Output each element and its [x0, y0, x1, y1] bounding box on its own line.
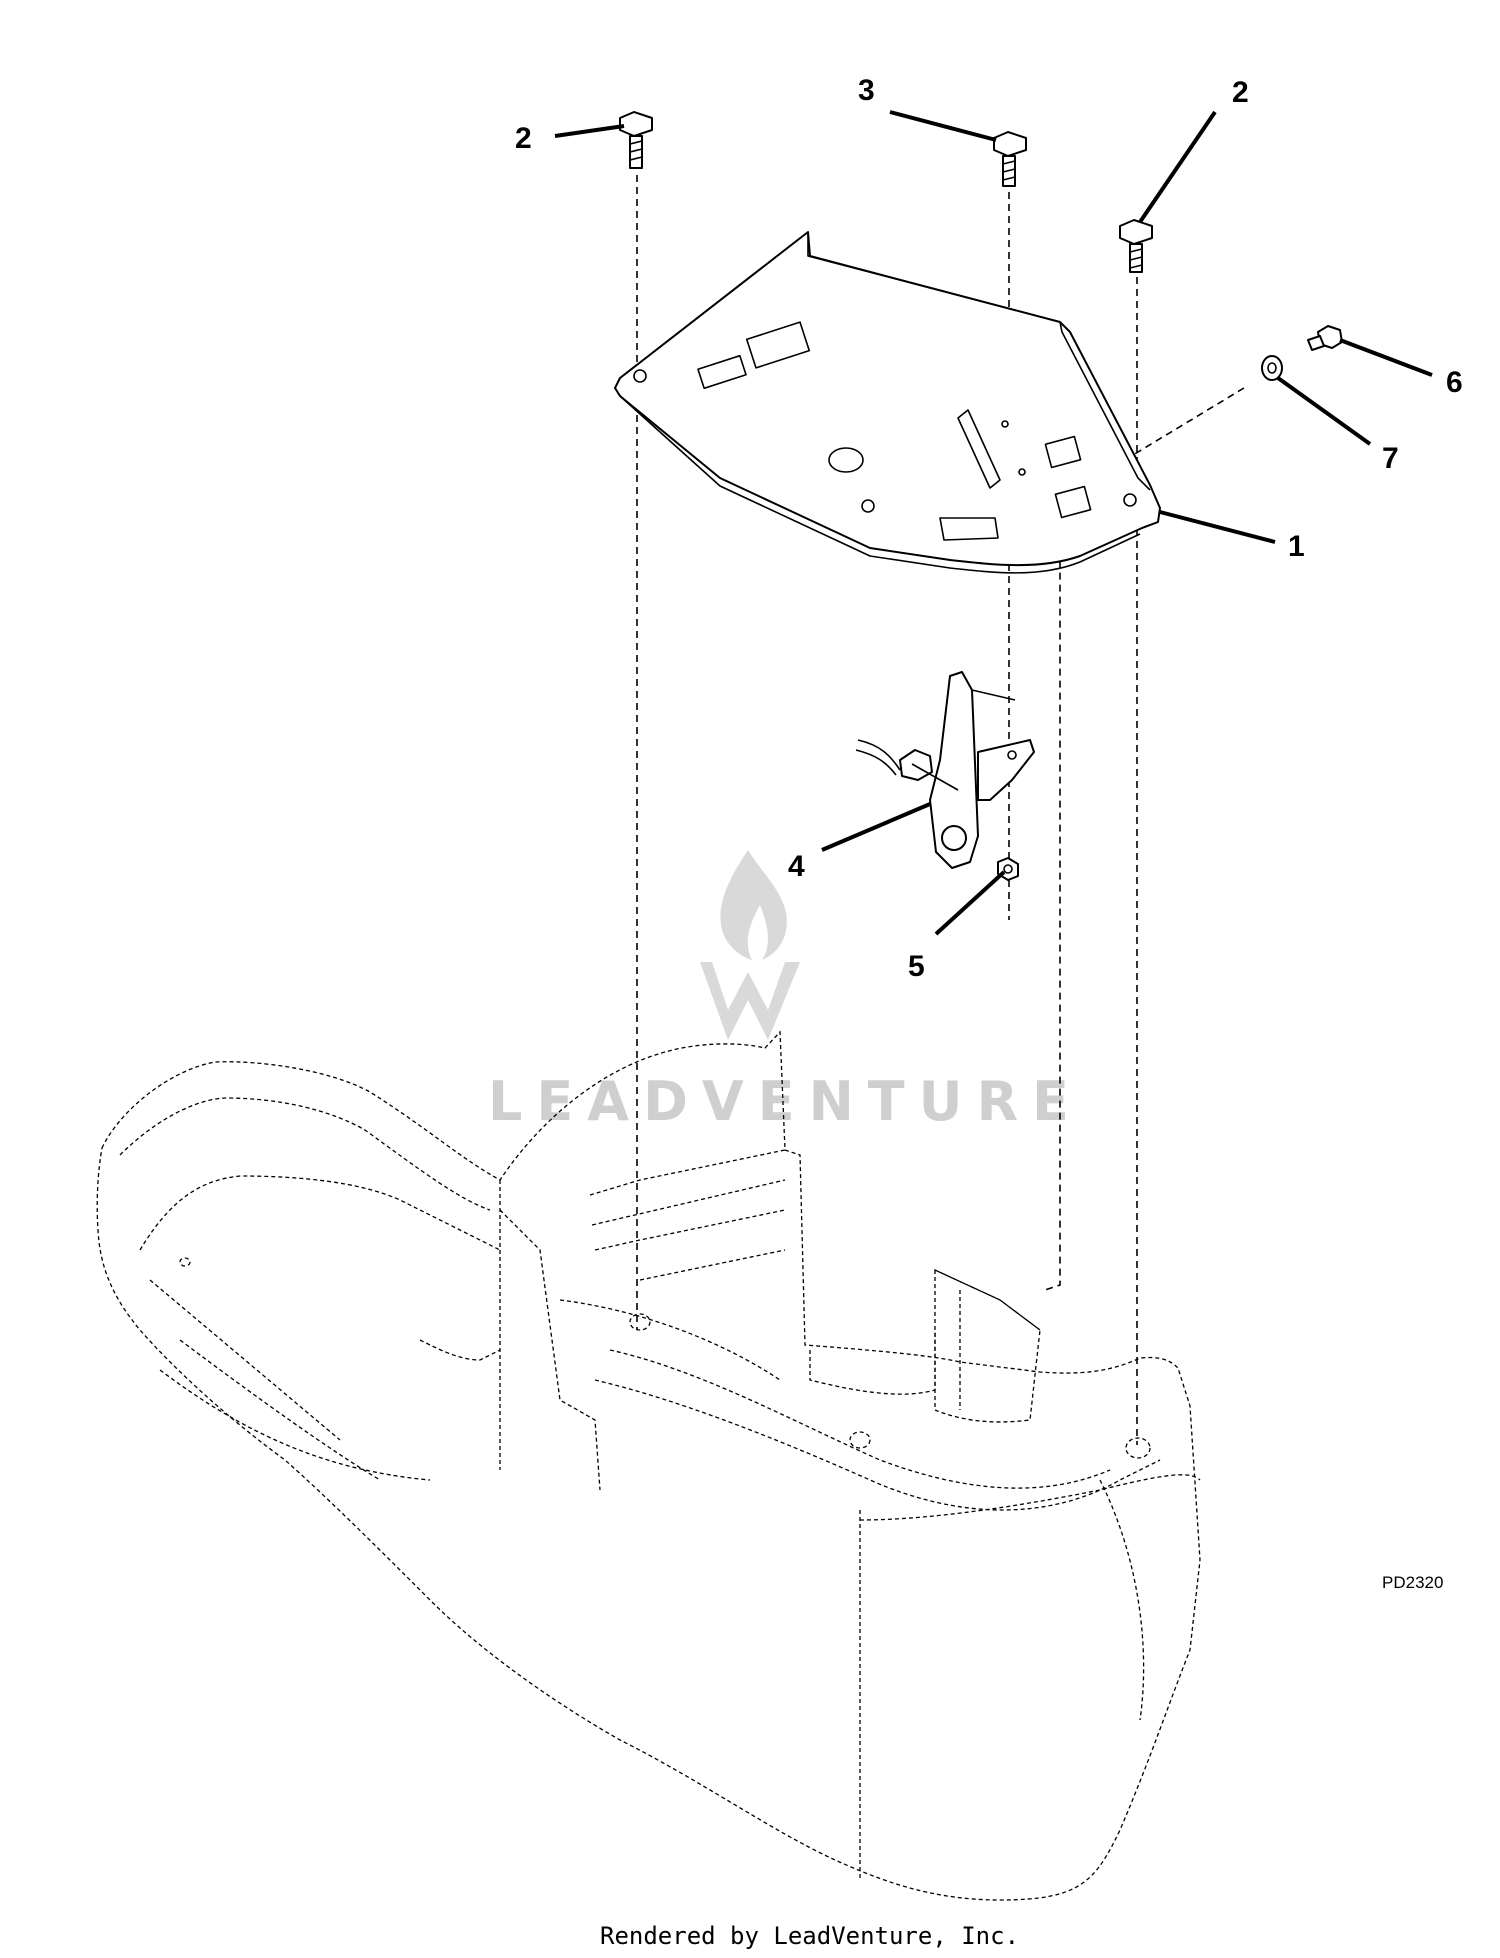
- console-housing: [96, 1030, 1201, 1901]
- callout-2-right: 2: [1232, 76, 1249, 109]
- bolt-center: [993, 131, 1027, 187]
- watermark: LEADVENTURE: [488, 850, 1083, 1133]
- footer-credit: Rendered by LeadVenture, Inc.: [600, 1922, 1019, 1950]
- switch-bracket: [855, 671, 1035, 869]
- callout-1: 1: [1288, 530, 1305, 563]
- callout-6: 6: [1446, 366, 1463, 399]
- figure-id: PD2320: [1382, 1573, 1443, 1592]
- watermark-logo-icon: [700, 850, 800, 1040]
- callout-5: 5: [908, 950, 925, 983]
- callout-4: 4: [788, 850, 805, 883]
- washer: [1261, 355, 1283, 381]
- callout-3: 3: [858, 74, 875, 107]
- bolt-left: [619, 111, 653, 169]
- leader-lines: [554, 110, 1433, 936]
- callout-2-left: 2: [515, 122, 532, 155]
- watermark-text: LEADVENTURE: [488, 1070, 1083, 1133]
- callout-7: 7: [1382, 442, 1399, 475]
- mounting-plate: [614, 231, 1161, 574]
- small-bolt: [1307, 325, 1343, 351]
- bolt-right: [1119, 219, 1153, 273]
- callouts: 1 2 3 2 6 7 4 5: [515, 74, 1463, 983]
